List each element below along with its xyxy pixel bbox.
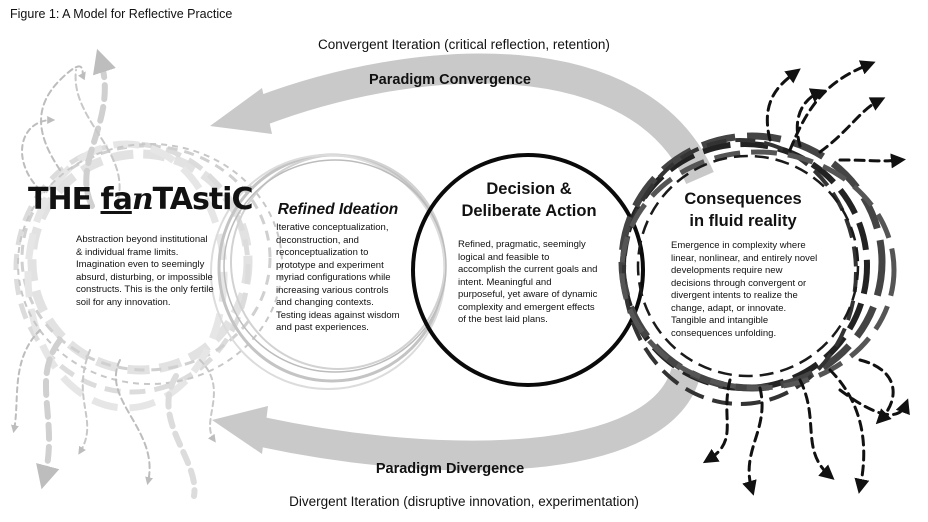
fantastic-title-part: fa: [100, 182, 133, 217]
paradigm-divergence-arrow: [212, 367, 701, 471]
decision-circle: [411, 153, 645, 387]
convergent-iteration-label: Convergent Iteration (critical reflectio…: [318, 37, 610, 52]
fantastic-description: Abstraction beyond institutional & indiv…: [76, 234, 214, 308]
consequences-emerging-arrows: [702, 60, 910, 496]
fantastic-title: THE fanTAstiC: [28, 182, 254, 217]
fantastic-title-part: THE: [28, 182, 101, 217]
consequences-dashed-rings: [618, 132, 897, 406]
fantastic-title-part: TAsti: [152, 182, 233, 217]
consequences-title: Consequences in fluid reality: [662, 188, 824, 232]
consequences-title-line: in fluid reality: [689, 212, 797, 230]
figure-caption: Figure 1: A Model for Reflective Practic…: [10, 7, 233, 21]
decision-title: Decision & Deliberate Action: [440, 178, 618, 222]
consequences-description: Emergence in complexity where linear, no…: [671, 240, 818, 339]
ideation-circles: [210, 153, 447, 390]
paradigm-divergence-label: Paradigm Divergence: [375, 461, 525, 477]
fantastic-title-part: C: [231, 182, 253, 217]
ideation-title: Refined Ideation: [277, 201, 399, 218]
fantastic-wandering-arrows: [11, 48, 216, 499]
consequences-title-line: Consequences: [684, 190, 802, 208]
paradigm-convergence-arrow: [210, 53, 714, 185]
paradigm-convergence-label: Paradigm Convergence: [369, 72, 531, 88]
decision-title-line: Decision &: [486, 180, 572, 198]
ideation-description: Iterative conceptualization, deconstruct…: [276, 222, 400, 333]
fantastic-title-part: n: [131, 182, 154, 217]
decision-title-line: Deliberate Action: [461, 202, 597, 220]
divergent-iteration-label: Divergent Iteration (disruptive innovati…: [289, 494, 639, 509]
decision-description: Refined, pragmatic, seemingly logical an…: [458, 239, 598, 325]
